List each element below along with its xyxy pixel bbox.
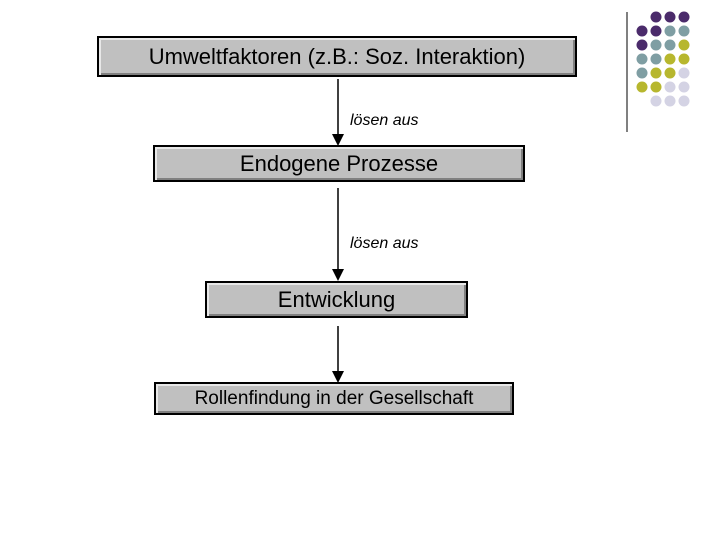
box-umweltfaktoren: Umweltfaktoren (z.B.: Soz. Interaktion): [97, 36, 577, 77]
decorative-dot: [678, 11, 690, 23]
decorative-dot: [678, 25, 690, 37]
decorative-dot: [664, 67, 676, 79]
decorative-dot: [678, 67, 690, 79]
decorative-dot: [678, 53, 690, 65]
decorative-dot: [650, 95, 662, 107]
decorative-dot: [664, 53, 676, 65]
decorative-dot: [650, 53, 662, 65]
decorative-dot: [650, 39, 662, 51]
decorative-dot: [664, 39, 676, 51]
decorative-dot: [650, 11, 662, 23]
decorative-dot: [664, 81, 676, 93]
decorative-dot: [636, 39, 648, 51]
decorative-dot: [650, 81, 662, 93]
box-endogene-prozesse-text: Endogene Prozesse: [239, 150, 439, 176]
decorative-dot: [650, 67, 662, 79]
decorative-dot-grid: [636, 11, 690, 107]
decorative-dot: [636, 67, 648, 79]
decorative-dot: [664, 95, 676, 107]
decorative-dot: [664, 25, 676, 37]
decorative-dot: [664, 11, 676, 23]
decorative-dot: [636, 25, 648, 37]
box-endogene-prozesse: Endogene Prozesse: [153, 145, 525, 182]
decorative-dot: [650, 25, 662, 37]
box-entwicklung: Entwicklung: [205, 281, 468, 318]
decorative-dot: [678, 81, 690, 93]
decorative-dot: [636, 81, 648, 93]
box-entwicklung-text: Entwicklung: [277, 286, 396, 312]
decorative-dot: [636, 53, 648, 65]
box-rollenfindung-text: Rollenfindung in der Gesellschaft: [194, 387, 474, 409]
box-umweltfaktoren-text: Umweltfaktoren (z.B.: Soz. Interaktion): [148, 43, 526, 69]
edge-label-2: lösen aus: [350, 235, 419, 252]
edge-label-1: lösen aus: [350, 112, 419, 129]
decorative-dot: [678, 39, 690, 51]
decorative-dot: [678, 95, 690, 107]
box-rollenfindung: Rollenfindung in der Gesellschaft: [154, 382, 514, 415]
